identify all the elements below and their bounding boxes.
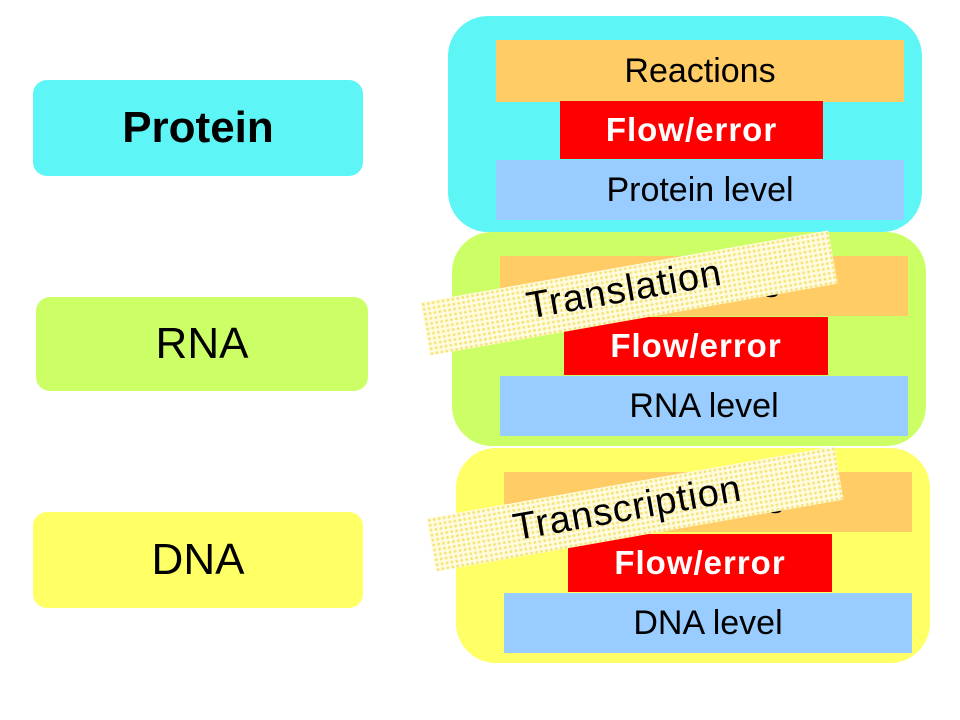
dna-level-bar: DNA level [504, 593, 912, 653]
protein-reactions-bar: Reactions [496, 40, 904, 102]
dna-flow-error: Flow/error [568, 534, 832, 592]
protein-flow-error: Flow/error [560, 101, 823, 159]
rna-level-bar: RNA level [500, 376, 908, 436]
protein-level-bar: Protein level [496, 160, 904, 220]
dna-label: DNA [33, 512, 363, 608]
protein-label: Protein [33, 80, 363, 176]
rna-flow-error: Flow/error [564, 317, 828, 375]
rna-label: RNA [36, 297, 368, 391]
